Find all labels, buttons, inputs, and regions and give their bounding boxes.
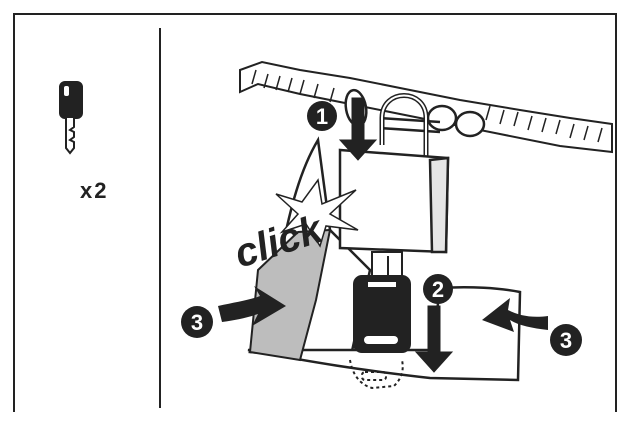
step-number: 3 bbox=[560, 328, 572, 353]
step-number: 1 bbox=[316, 104, 328, 129]
step-number: 2 bbox=[432, 277, 444, 302]
step-number: 3 bbox=[191, 310, 203, 335]
step-badge-3-left: 3 bbox=[181, 306, 213, 338]
key-quantity-label: x2 bbox=[80, 178, 108, 204]
step-badge-1: 1 bbox=[307, 101, 337, 131]
key-icon bbox=[60, 82, 82, 153]
step-badge-2: 2 bbox=[423, 274, 453, 304]
step-badge-3-right: 3 bbox=[550, 324, 582, 356]
